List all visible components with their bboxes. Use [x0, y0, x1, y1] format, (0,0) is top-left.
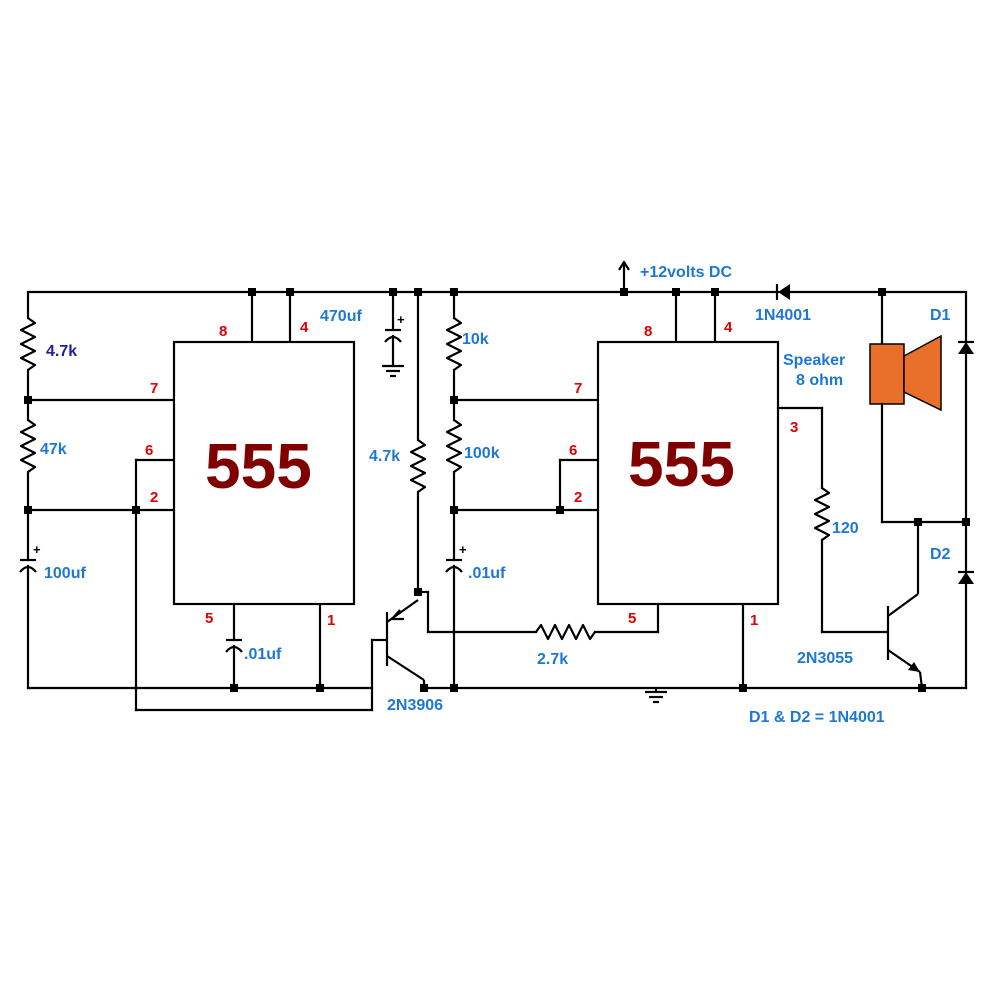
pins-right: 8 4 7 6 2 3 5 1: [569, 319, 798, 629]
label-d1: D1: [930, 307, 951, 324]
pin-2-right: 2: [574, 489, 582, 506]
speaker-icon: [869, 334, 942, 412]
label-d2: D2: [930, 546, 951, 563]
label-speaker: Speaker: [783, 352, 845, 369]
pin-8-right: 8: [644, 323, 652, 340]
svg-text:+: +: [459, 542, 467, 557]
resistor-4.7k-left: [19, 317, 37, 371]
resistor-4.7k-bias: [409, 439, 427, 493]
label-diode-note: D1 & D2 = 1N4001: [749, 709, 885, 726]
diode-1n4001-main: [775, 284, 790, 300]
pin-1-left: 1: [327, 612, 335, 629]
label-r4: 10k: [462, 331, 489, 348]
pin-8-left: 8: [219, 323, 227, 340]
label-speaker-ohm: 8 ohm: [796, 372, 843, 389]
ground-symbol: [645, 688, 667, 704]
pin-4-left: 4: [300, 319, 309, 336]
component-labels: 4.7k 47k 100uf .01uf 470uf 4.7k 10k 100k…: [40, 264, 951, 726]
resistor-10k: [445, 317, 463, 371]
label-c3: 470uf: [320, 308, 362, 325]
label-r1: 4.7k: [46, 343, 77, 360]
pin-6-left: 6: [145, 442, 153, 459]
timer-chip-left: 555: [172, 340, 356, 606]
label-r7: 120: [832, 520, 859, 537]
label-supply: +12volts DC: [640, 264, 732, 281]
transistor-2n3906: [372, 599, 426, 688]
label-c4: .01uf: [468, 565, 506, 582]
pin-4-right: 4: [724, 319, 733, 336]
pin-7-left: 7: [150, 380, 158, 397]
pin-1-right: 1: [750, 612, 758, 629]
label-q2: 2N3055: [797, 650, 853, 667]
label-q1: 2N3906: [387, 697, 443, 714]
svg-text:+: +: [397, 312, 405, 327]
pin-5-right: 5: [628, 610, 636, 627]
capacitor-470uf: +: [384, 312, 405, 343]
label-c1: 100uf: [44, 565, 86, 582]
junction-dots: [24, 288, 970, 692]
timer-chip-right: 555: [596, 340, 780, 606]
pin-3-right: 3: [790, 419, 798, 436]
label-r2: 47k: [40, 441, 67, 458]
chip-label-right: 555: [628, 428, 735, 500]
resistor-47k: [19, 419, 37, 473]
supply-terminal: [618, 260, 630, 292]
resistor-100k: [445, 419, 463, 473]
label-r6: 2.7k: [537, 651, 568, 668]
ground-symbol-cap: [382, 364, 404, 378]
pins-left: 8 4 7 6 2 5 1: [145, 319, 335, 629]
label-c2: .01uf: [244, 646, 282, 663]
capacitor-100uf: +: [19, 542, 41, 573]
pin-2-left: 2: [150, 489, 158, 506]
label-r3: 4.7k: [369, 448, 400, 465]
svg-text:+: +: [33, 542, 41, 557]
diode-d2: [958, 570, 974, 584]
resistor-2.7k: [535, 623, 596, 641]
pin-5-left: 5: [205, 610, 213, 627]
chip-label-left: 555: [205, 430, 312, 502]
label-diode-main: 1N4001: [755, 307, 811, 324]
resistor-120: [813, 487, 831, 541]
transistor-2n3055: [886, 522, 924, 689]
label-r5: 100k: [464, 445, 500, 462]
pin-7-right: 7: [574, 380, 582, 397]
pin-6-right: 6: [569, 442, 577, 459]
capacitor-0.01uf-right: +: [445, 542, 467, 573]
diode-d1: [958, 340, 974, 354]
